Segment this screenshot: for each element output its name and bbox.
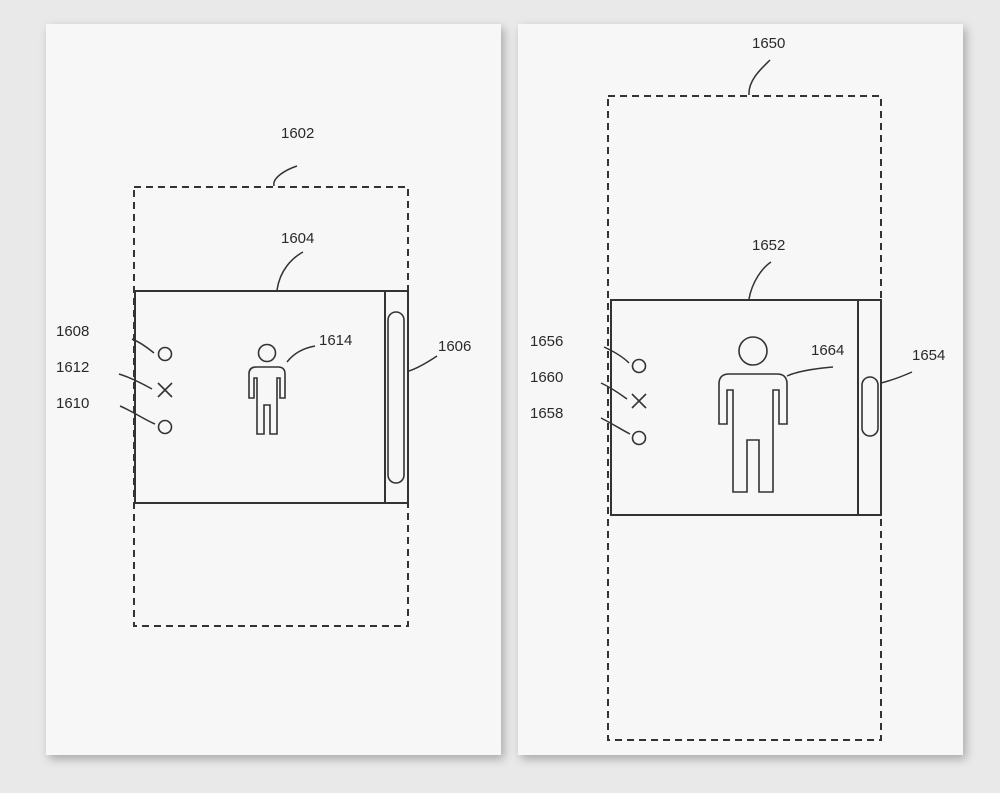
leader-line-display bbox=[276, 251, 304, 291]
scroll-strip bbox=[857, 299, 882, 516]
display-area bbox=[134, 290, 386, 504]
person-icon bbox=[248, 343, 286, 435]
leader-line-cross bbox=[118, 373, 153, 390]
label-strip: 1654 bbox=[912, 347, 945, 364]
label-outer-region: 1650 bbox=[752, 35, 785, 52]
label-outer-region: 1602 bbox=[281, 125, 314, 142]
leader-line-dot-top bbox=[603, 346, 630, 364]
leader-line-strip bbox=[880, 371, 913, 384]
label-cross: 1612 bbox=[56, 359, 89, 376]
leader-line-dot-bottom bbox=[600, 417, 631, 435]
scroll-thumb bbox=[861, 376, 879, 437]
label-dot-top: 1656 bbox=[530, 333, 563, 350]
display-area bbox=[610, 299, 859, 516]
label-dot-bottom: 1658 bbox=[530, 405, 563, 422]
circle-icon bbox=[631, 358, 647, 374]
label-strip: 1606 bbox=[438, 338, 471, 355]
leader-line-outer bbox=[273, 165, 298, 187]
leader-line-strip bbox=[408, 355, 438, 372]
leader-line-person bbox=[786, 366, 834, 377]
left-figure-sheet bbox=[46, 24, 501, 755]
cross-icon bbox=[631, 393, 647, 409]
outer-dashed-region bbox=[607, 95, 882, 741]
leader-line-outer bbox=[748, 59, 771, 96]
figure-right: 1650 1652 1654 1656 1660 1658 1664 bbox=[530, 35, 945, 741]
leader-line-person bbox=[286, 345, 316, 363]
label-dot-bottom: 1610 bbox=[56, 395, 89, 412]
label-person: 1664 bbox=[811, 342, 844, 359]
scroll-thumb bbox=[387, 311, 405, 484]
circle-icon bbox=[157, 346, 173, 362]
outer-dashed-region bbox=[133, 186, 409, 627]
scroll-strip bbox=[384, 290, 409, 504]
leader-line-cross bbox=[600, 382, 628, 400]
label-display: 1604 bbox=[281, 230, 314, 247]
circle-icon bbox=[631, 430, 647, 446]
label-cross: 1660 bbox=[530, 369, 563, 386]
circle-icon bbox=[157, 419, 173, 435]
leader-line-display bbox=[748, 261, 772, 300]
right-figure-sheet bbox=[518, 24, 963, 755]
figure-left: 1602 1604 1606 1608 1612 1610 1614 bbox=[56, 125, 471, 627]
person-icon bbox=[718, 336, 788, 493]
leader-line-dot-bottom bbox=[119, 405, 156, 425]
label-person: 1614 bbox=[319, 332, 352, 349]
label-dot-top: 1608 bbox=[56, 323, 89, 340]
cross-icon bbox=[157, 382, 173, 398]
label-display: 1652 bbox=[752, 237, 785, 254]
leader-line-dot-top bbox=[131, 338, 155, 354]
